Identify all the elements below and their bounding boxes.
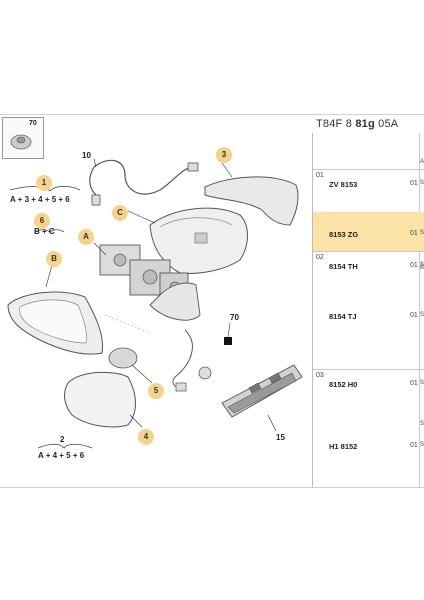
table-group-01: 01 ZV 8153 01 S 8153 ZG 01 S [313, 169, 424, 252]
quantity: 01 [410, 380, 418, 387]
part-number[interactable]: 8153 ZG [329, 230, 359, 239]
clip-inset: 70 [2, 117, 44, 159]
label-2: 2 [60, 435, 65, 444]
code-letter: S [420, 312, 424, 318]
callout-1: 1 [36, 175, 52, 191]
callout-A: A [78, 229, 94, 245]
code-letter: S [420, 180, 424, 186]
table-group-03: 03 8152 H0 01 S H1 8152 01 S [313, 369, 424, 488]
callout-5: 5 [148, 383, 164, 399]
formula-2: A + 4 + 5 + 6 [38, 451, 85, 460]
mirror-cover [204, 176, 299, 226]
quantity: 01 [410, 442, 418, 449]
quantity: 01 [410, 262, 418, 269]
inset-label: 70 [29, 120, 37, 127]
quantity: 01 [410, 230, 418, 237]
motor-assembly [99, 244, 201, 321]
callout-3: 3 [216, 147, 232, 163]
group-number: 01 [316, 172, 324, 179]
label-10: 10 [82, 151, 91, 160]
callout-4: 4 [138, 429, 154, 445]
mirror-switch [221, 364, 303, 418]
exploded-mirror-diagram [7, 158, 303, 449]
part-number[interactable]: 8152 H0 [329, 380, 358, 389]
code-letter: S [420, 230, 424, 236]
part-number[interactable]: 8154 TH [329, 262, 358, 271]
column-letter-a: A [420, 159, 424, 165]
quantity: 01 [410, 180, 418, 187]
backing-plate [108, 347, 138, 369]
table-group-02: 02 8154 TH 01 S 8154 TJ 01 S [313, 251, 424, 370]
highlight-row [313, 212, 424, 252]
part-number[interactable]: H1 8152 [329, 442, 358, 451]
code-letter: S [420, 380, 424, 386]
callout-B: B [46, 251, 62, 267]
parts-table: 01 ZV 8153 01 S 8153 ZG 01 S 02 8154 TH … [312, 133, 424, 487]
formula-1: A + 3 + 4 + 5 + 6 [10, 195, 70, 204]
clip-icon [10, 134, 32, 150]
mirror-glass [64, 371, 136, 428]
wire-harness [93, 159, 193, 195]
part-number[interactable]: 8154 TJ [329, 312, 357, 321]
code-letter: S [420, 262, 424, 268]
table-code-column [419, 133, 424, 487]
parts-sheet: 70 1 A + 3 + 4 + 5 + 6 6 B + C B A C 3 5… [0, 114, 424, 488]
callout-6: 6 [34, 213, 50, 229]
label-70: 70 [230, 313, 239, 322]
callout-C: C [112, 205, 128, 221]
reference-title: T84F 8 81g 05A [316, 118, 399, 130]
column-letter-b: B [420, 265, 424, 271]
formula-6: B + C [34, 227, 55, 236]
group-number: 02 [316, 254, 324, 261]
part-number[interactable]: ZV 8153 [329, 180, 358, 189]
column-letter-s: S [420, 421, 424, 427]
code-letter: S [420, 442, 424, 448]
quantity: 01 [410, 312, 418, 319]
label-15: 15 [276, 433, 285, 442]
group-number: 03 [316, 372, 324, 379]
